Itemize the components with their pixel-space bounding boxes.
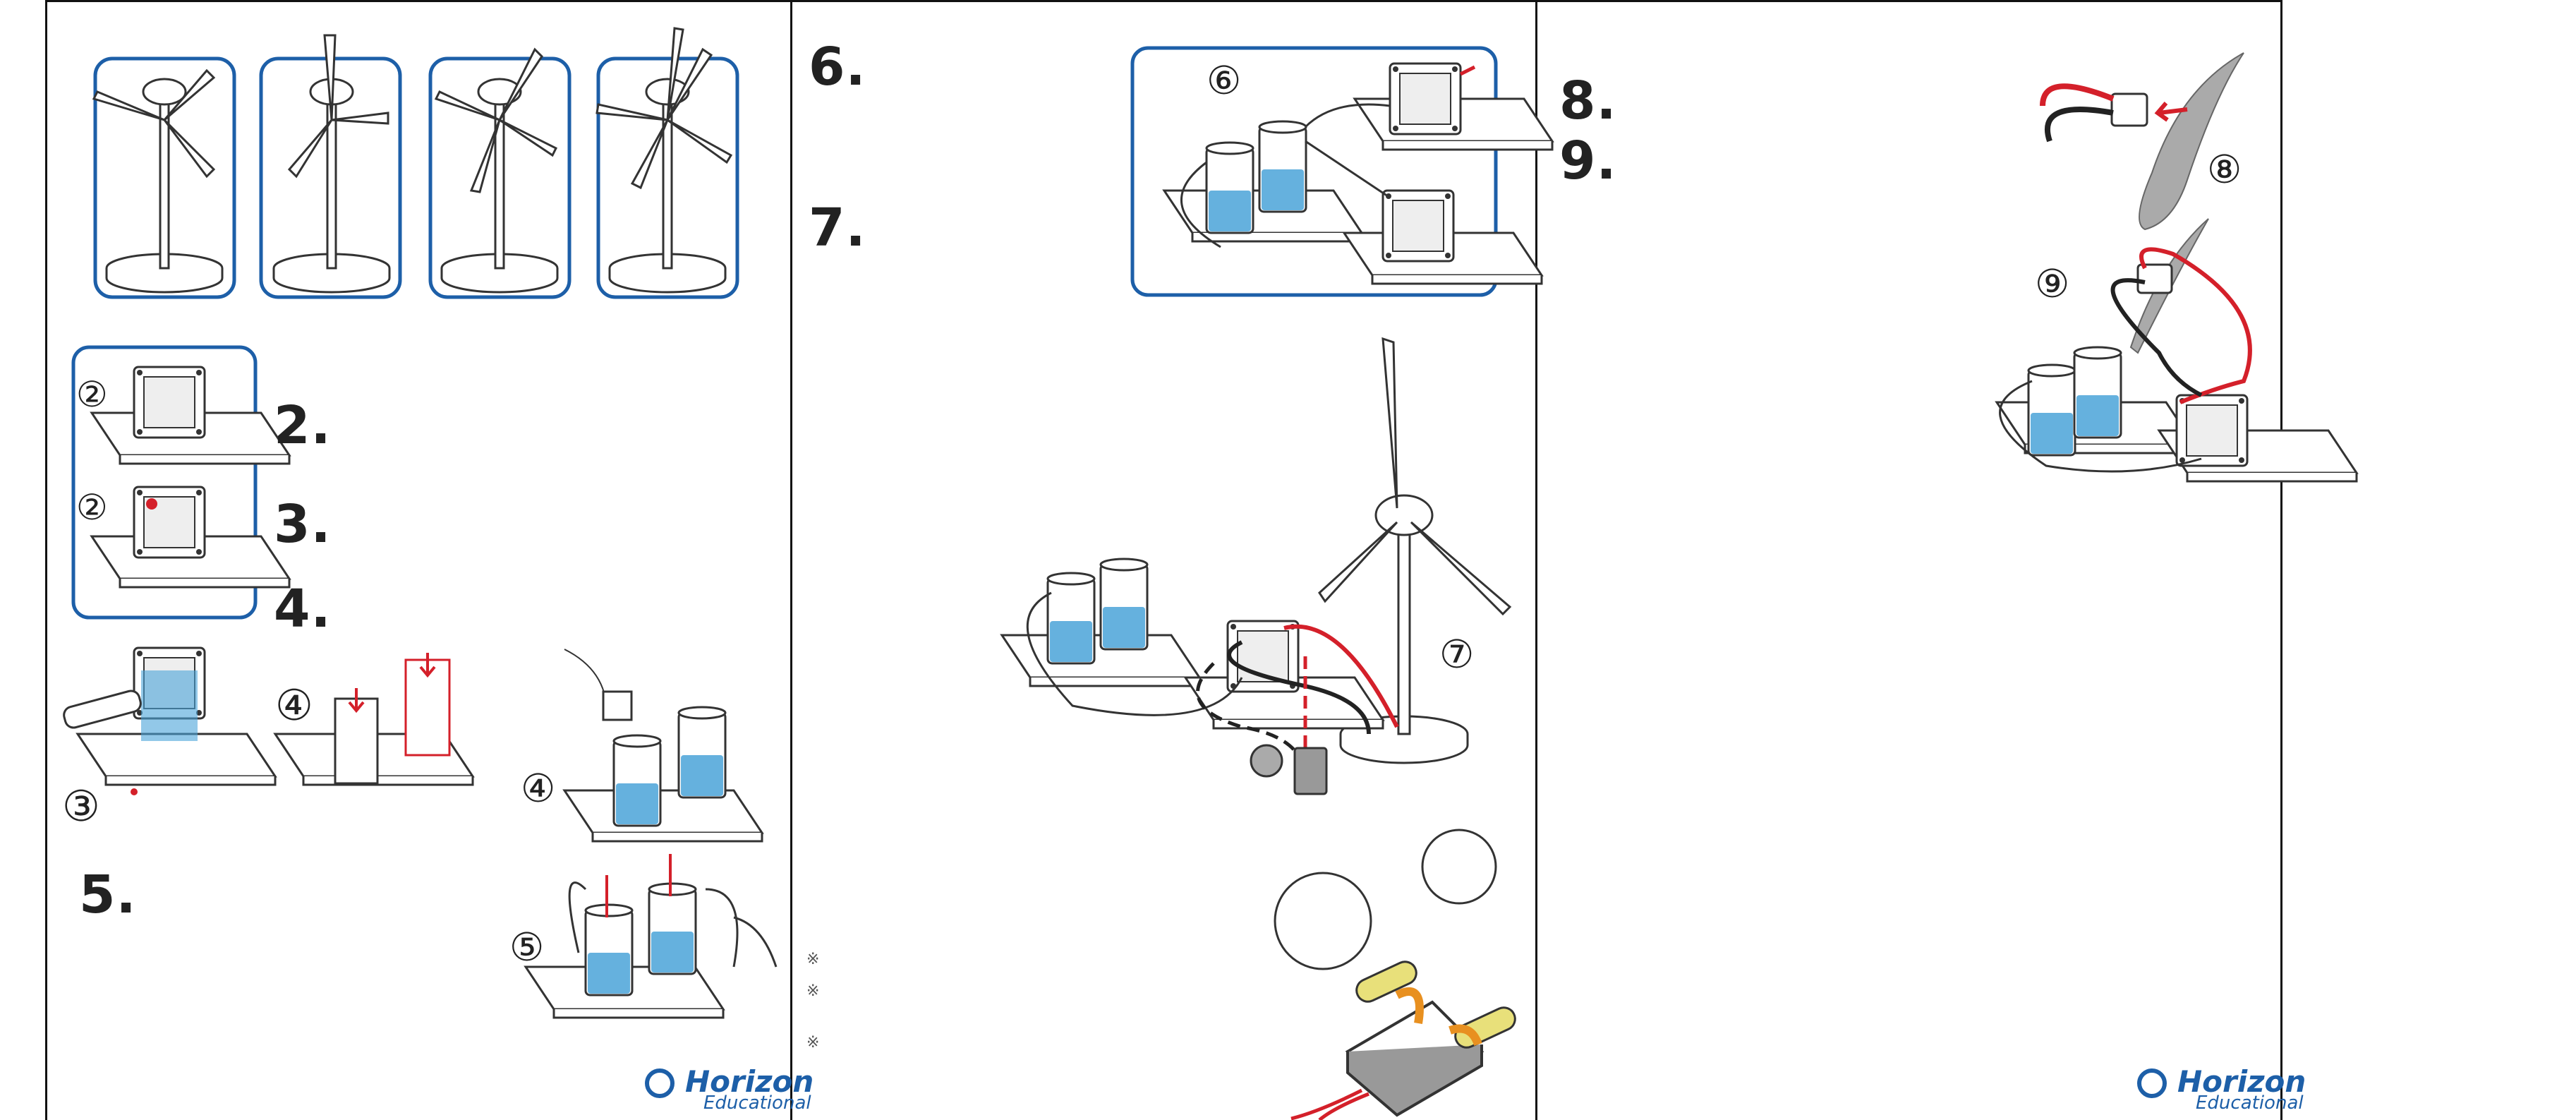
logo-sub: Educational: [2196, 1092, 2304, 1114]
logo-sub: Educational: [703, 1092, 811, 1114]
callout-2b: ②: [76, 487, 109, 528]
callout-4b: ④: [521, 766, 556, 811]
step-number-4: 4.: [274, 579, 332, 639]
note-marker-1: ※: [806, 951, 819, 968]
callout-5: ⑤: [509, 925, 545, 970]
note-marker-2: ※: [806, 982, 819, 1000]
callout-6: ⑥: [1207, 58, 1242, 103]
callout-9: ⑨: [2035, 261, 2070, 306]
step-number-8: 8.: [1559, 71, 1617, 131]
step-number-6: 6.: [809, 37, 866, 97]
note-marker-3: ※: [806, 1034, 819, 1052]
step-number-9: 9.: [1559, 131, 1617, 191]
callout-4a: ④: [275, 681, 314, 730]
step-number-7: 7.: [809, 198, 866, 258]
turbine-frames: [94, 28, 737, 297]
callout-7: ⑦: [1439, 632, 1475, 677]
callout-3: ③: [62, 782, 101, 831]
step-number-2: 2.: [274, 395, 332, 456]
callout-2a: ②: [76, 374, 109, 415]
step-number-5: 5.: [79, 865, 137, 925]
callout-8: ⑧: [2207, 147, 2242, 192]
step-number-3: 3.: [274, 494, 332, 555]
